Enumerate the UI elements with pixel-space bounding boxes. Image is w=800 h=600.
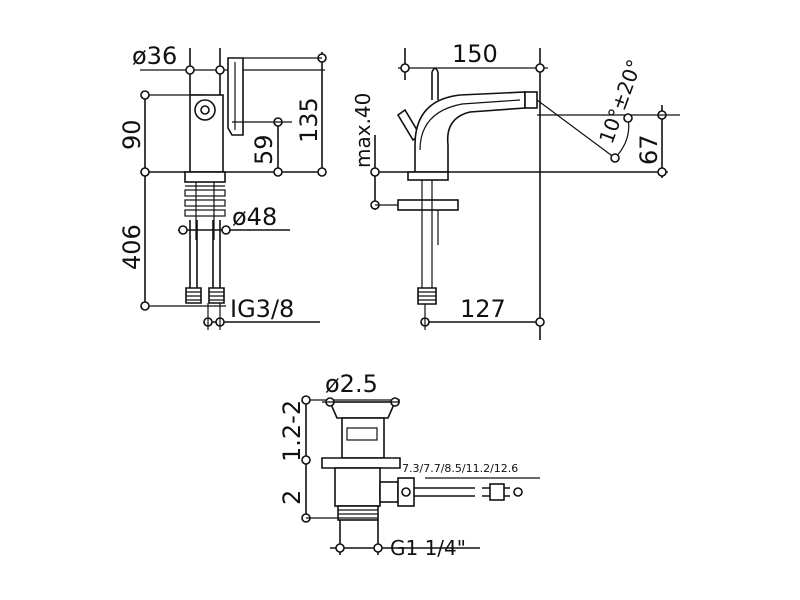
dim-135: 135 xyxy=(295,97,323,143)
dim-max40: max.40 xyxy=(351,93,375,168)
dim-2: 2 xyxy=(278,490,306,505)
dim-d25: ø2.5 xyxy=(325,370,378,398)
dim-90: 90 xyxy=(118,119,146,150)
dim-1-2-2: 1.2-2 xyxy=(278,400,306,462)
dim-127: 127 xyxy=(460,295,506,323)
waste-view: ø2.5 1.2-2 2 7.3/7.7/8.5/11.2/12.6 G1 1/… xyxy=(278,370,540,560)
dim-series: 7.3/7.7/8.5/11.2/12.6 xyxy=(402,462,518,475)
dim-59: 59 xyxy=(250,134,278,165)
dim-ig38: IG3/8 xyxy=(230,295,294,323)
side-view: 150 max.40 127 67 10°±20° xyxy=(351,40,680,340)
dim-d36: ø36 xyxy=(132,42,177,70)
dim-d48: ø48 xyxy=(232,203,277,231)
dim-angle: 10°±20° xyxy=(594,56,647,147)
dim-67: 67 xyxy=(635,134,663,165)
dim-150: 150 xyxy=(452,40,498,68)
front-view: ø36 90 406 135 59 ø48 IG3/8 xyxy=(118,42,327,330)
dim-g114: G1 1/4" xyxy=(390,536,466,560)
dim-406: 406 xyxy=(118,224,146,270)
